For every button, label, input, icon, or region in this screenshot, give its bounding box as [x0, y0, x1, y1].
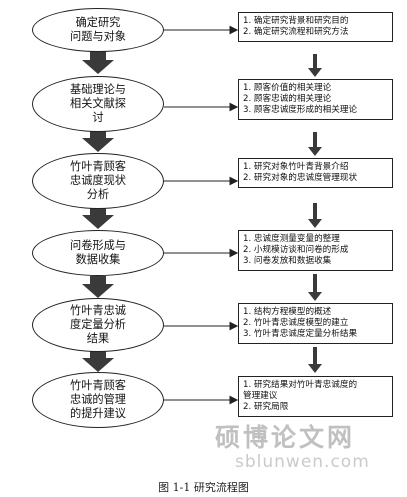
down-arrow-1 [82, 52, 114, 74]
stage-label-1: 确定研究 问题与对象 [70, 16, 126, 43]
detail-item: 2. 顾客忠诚的相关理论 [243, 94, 332, 104]
watermark-text: 硕博论文网 [215, 423, 356, 452]
stage-label-6: 竹叶青顾客 忠诚的管理 的提升建议 [70, 379, 126, 420]
detail-item: 1. 顾客价值的相关理论 [243, 83, 332, 93]
stage-label-4: 问卷形成与 数据收集 [70, 239, 126, 266]
right-down-arrow-4 [308, 274, 322, 301]
detail-item: 3. 顾客忠诚度形成的相关理论 [243, 105, 358, 115]
stage-ellipse-3: 竹叶青顾客 忠诚度现状 分析 [32, 153, 164, 209]
down-arrows-right [308, 54, 322, 373]
down-arrow-3 [82, 207, 114, 229]
down-arrow-4 [82, 276, 114, 298]
detail-item: 1. 忠诚度测量变量的整理 [243, 234, 340, 244]
detail-item: 2. 确定研究流程和研究方法 [243, 27, 349, 37]
right-down-arrow-5 [308, 347, 322, 373]
detail-item: 2. 研究局限 [243, 402, 289, 412]
detail-box-2: 1. 顾客价值的相关理论 2. 顾客忠诚的相关理论 3. 顾客忠诚度形成的相关理… [238, 79, 393, 120]
stage-ellipse-2: 基础理论与 相关文献探 讨 [32, 76, 164, 132]
right-down-arrow-3 [308, 203, 322, 228]
watermark-url: sblunwen.com [235, 452, 370, 472]
down-arrow-5 [82, 350, 114, 372]
right-down-arrow-2 [308, 132, 322, 156]
detail-item: 1. 确定研究背景和研究目的 [243, 16, 349, 26]
stage-ellipse-4: 问卷形成与 数据收集 [32, 230, 164, 276]
right-down-arrow-1 [308, 54, 322, 77]
detail-item: 1. 研究结果对竹叶青忠诚度的 [243, 380, 358, 390]
stage-label-2: 基础理论与 相关文献探 讨 [70, 83, 126, 124]
detail-item: 管理建议 [243, 391, 278, 401]
stage-label-5: 竹叶青忠诚 度定量分析 结果 [70, 304, 126, 345]
down-arrows-left [82, 52, 114, 372]
down-arrow-2 [82, 130, 114, 152]
stage-ellipse-1: 确定研究 问题与对象 [32, 8, 164, 52]
stage-ellipse-6: 竹叶青顾客 忠诚的管理 的提升建议 [32, 372, 164, 428]
detail-item: 1. 结构方程模型的概述 [243, 307, 332, 317]
detail-box-3: 1. 研究对象竹叶青背景介绍 2. 研究对象的忠诚度管理现状 [238, 158, 393, 188]
detail-box-5: 1. 结构方程模型的概述 2. 竹叶青忠诚度模型的建立 3. 竹叶青忠诚度定量分… [238, 303, 393, 344]
detail-box-4: 1. 忠诚度测量变量的整理 2. 小规模访谈和问卷的形成 3. 问卷发放和数据收… [238, 230, 393, 271]
stage-label-3: 竹叶青顾客 忠诚度现状 分析 [70, 160, 126, 201]
connectors [164, 25, 239, 405]
detail-item: 2. 竹叶青忠诚度模型的建立 [243, 318, 349, 328]
detail-item: 3. 竹叶青忠诚度定量分析结果 [243, 329, 358, 339]
detail-item: 2. 小规模访谈和问卷的形成 [243, 245, 349, 255]
detail-box-6: 1. 研究结果对竹叶青忠诚度的 管理建议 2. 研究局限 [238, 376, 393, 417]
stage-ellipse-5: 竹叶青忠诚 度定量分析 结果 [32, 298, 164, 352]
detail-item: 2. 研究对象的忠诚度管理现状 [243, 173, 358, 183]
detail-box-1: 1. 确定研究背景和研究目的 2. 确定研究流程和研究方法 [238, 12, 393, 42]
detail-item: 1. 研究对象竹叶青背景介绍 [243, 162, 349, 172]
figure-caption: 图 1-1 研究流程图 [158, 481, 249, 494]
detail-item: 3. 问卷发放和数据收集 [243, 256, 332, 266]
